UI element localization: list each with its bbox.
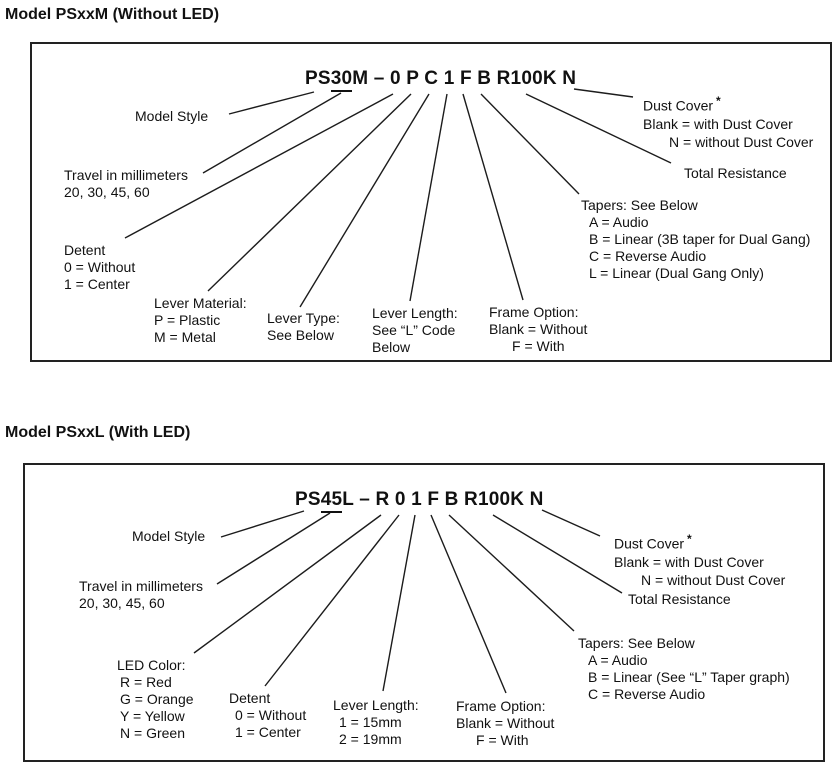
label-line: Travel in millimeters [64, 167, 188, 183]
part-number-psxxm: PS30M – 0 P C 1 F B R100K N [305, 68, 576, 92]
footnote-asterisk: * [687, 532, 692, 546]
dust-cover-connector-line [573, 88, 634, 98]
model-style-label: Model Style [135, 108, 209, 124]
model-style-connector-line [228, 91, 315, 115]
model-style-label: Model Style [132, 528, 206, 544]
led-color-label: LED Color: R = Red G = Orange Y = Yellow… [117, 657, 194, 742]
section-heading-psxxl: Model PSxxL (With LED) [5, 424, 191, 441]
footnote-asterisk: * [716, 94, 721, 108]
label-line: N = Green [120, 725, 185, 741]
label-line: 1 = 15mm [339, 714, 402, 730]
part-number-underlined-travel-code: 30 [330, 68, 353, 92]
label-line: R = Red [120, 674, 172, 690]
label-line: 0 = Without [64, 259, 136, 275]
dust-cover-label: Dust Cover* Blank = with Dust Cover N = … [643, 92, 813, 151]
label-line: C = Reverse Audio [589, 248, 707, 264]
label-line: Lever Material: [154, 295, 247, 311]
total-resistance-label: Total Resistance [628, 591, 731, 607]
label-line: Detent [64, 242, 106, 258]
detent-label: Detent 0 = Without 1 = Center [229, 690, 306, 741]
label-line: Frame Option: [456, 698, 546, 714]
label-line: Lever Type: [267, 310, 340, 326]
label-line: Dust Cover* [614, 530, 785, 553]
total-resistance-connector-line [492, 514, 623, 594]
label-line: LED Color: [117, 657, 186, 673]
lever-material-connector-line [207, 93, 412, 292]
label-line: G = Orange [120, 691, 194, 707]
label-line: L = Linear (Dual Gang Only) [589, 265, 764, 281]
label-line: 20, 30, 45, 60 [79, 595, 165, 611]
part-number-prefix: PS [295, 489, 321, 510]
dust-cover-title: Dust Cover [614, 535, 685, 552]
label-line: 1 = Center [64, 276, 130, 292]
dust-cover-title: Dust Cover [643, 97, 714, 114]
part-number-psxxl: PS45L – R 0 1 F B R100K N [295, 489, 544, 513]
led-color-connector-line [193, 514, 382, 654]
label-line: M = Metal [154, 329, 216, 345]
frame-option-connector-line [462, 93, 524, 301]
travel-label: Travel in millimeters 20, 30, 45, 60 [79, 578, 203, 612]
psxxm-diagram-box: PS30M – 0 P C 1 F B R100K N Model Style … [30, 42, 832, 362]
label-line: A = Audio [589, 214, 649, 230]
tapers-label: Tapers: See Below A = Audio B = Linear (… [581, 197, 810, 282]
frame-option-connector-line [430, 514, 507, 694]
label-line: Lever Length: [333, 697, 419, 713]
label-line: P = Plastic [154, 312, 221, 328]
label-line: Frame Option: [489, 304, 579, 320]
label-line: B = Linear (See “L” Taper graph) [588, 669, 790, 685]
label-line: Tapers: See Below [578, 635, 695, 651]
travel-label: Travel in millimeters 20, 30, 45, 60 [64, 167, 188, 201]
part-number-suffix: L – R 0 1 F B R100K N [342, 489, 544, 510]
psxxl-diagram-box: PS45L – R 0 1 F B R100K N Model Style Tr… [23, 463, 825, 762]
label-line: Dust Cover* [643, 92, 813, 115]
label-line: A = Audio [588, 652, 648, 668]
label-line: 0 = Without [235, 707, 307, 723]
label-line: Blank = Without [456, 715, 555, 731]
tapers-connector-line [448, 514, 575, 632]
label-line: Travel in millimeters [79, 578, 203, 594]
label-line: C = Reverse Audio [588, 686, 706, 702]
travel-connector-line [202, 92, 342, 174]
lever-length-connector-line [382, 514, 416, 692]
lever-material-label: Lever Material: P = Plastic M = Metal [154, 295, 247, 346]
label-line: Below [372, 339, 411, 355]
detent-connector-line [264, 514, 400, 687]
detent-label: Detent 0 = Without 1 = Center [64, 242, 135, 293]
dust-cover-connector-line [541, 509, 601, 537]
label-line: 2 = 19mm [339, 731, 402, 747]
label-line: Y = Yellow [120, 708, 185, 724]
label-line: 1 = Center [235, 724, 301, 740]
tapers-connector-line [480, 93, 580, 195]
label-line: F = With [512, 338, 565, 354]
label-line: Blank = with Dust Cover [643, 115, 793, 132]
label-line: See Below [267, 327, 334, 343]
label-line: Detent [229, 690, 271, 706]
label-line: 20, 30, 45, 60 [64, 184, 150, 200]
model-style-connector-line [220, 510, 305, 538]
part-number-underlined-travel-code: 45 [320, 489, 343, 513]
lever-type-label: Lever Type: See Below [267, 310, 340, 344]
part-number-suffix: M – 0 P C 1 F B R100K N [352, 68, 577, 89]
part-number-prefix: PS [305, 68, 331, 89]
label-line: Blank = Without [489, 321, 588, 337]
lever-length-connector-line [409, 93, 448, 302]
lever-length-label: Lever Length: 1 = 15mm 2 = 19mm [333, 697, 419, 748]
label-line: B = Linear (3B taper for Dual Gang) [589, 231, 811, 247]
label-line: F = With [476, 732, 529, 748]
frame-option-label: Frame Option: Blank = Without F = With [456, 698, 554, 749]
total-resistance-label: Total Resistance [684, 165, 787, 181]
label-line: See “L” Code [372, 322, 456, 338]
lever-type-connector-line [299, 93, 430, 308]
travel-connector-line [216, 512, 331, 585]
frame-option-label: Frame Option: Blank = Without F = With [489, 304, 587, 355]
label-line: N = without Dust Cover [641, 571, 786, 588]
section-heading-psxxm: Model PSxxM (Without LED) [5, 6, 220, 23]
label-line: Tapers: See Below [581, 197, 698, 213]
label-line: Blank = with Dust Cover [614, 553, 764, 570]
tapers-label: Tapers: See Below A = Audio B = Linear (… [578, 635, 790, 703]
label-line: Lever Length: [372, 305, 458, 321]
dust-cover-label: Dust Cover* Blank = with Dust Cover N = … [614, 530, 785, 589]
lever-length-label: Lever Length: See “L” Code Below [372, 305, 458, 356]
label-line: N = without Dust Cover [669, 133, 814, 150]
